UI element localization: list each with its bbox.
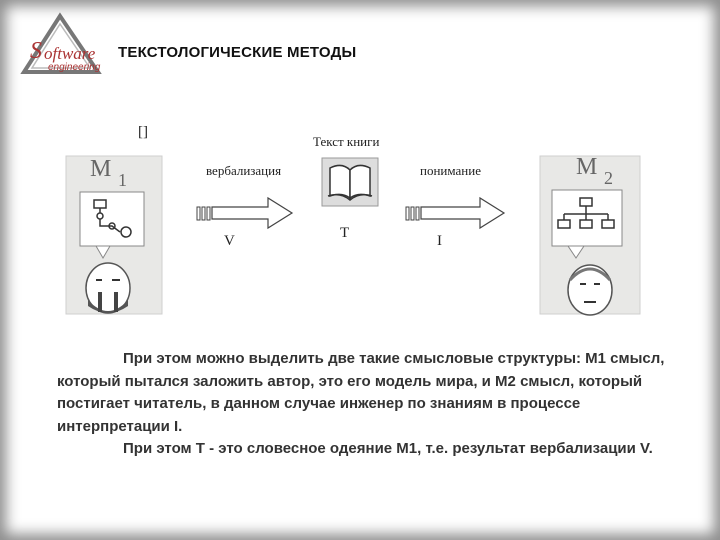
right-model-label: M <box>576 154 598 180</box>
logo-triangle-icon <box>20 12 102 74</box>
right-model-structure-icon <box>551 189 623 259</box>
diagram <box>65 155 641 316</box>
body-paragraph-2: При этом Т - это словесное одеяние М1, т… <box>123 440 653 457</box>
body-text: При этом можно выделить две такие смысло… <box>57 348 667 461</box>
left-model-structure-icon <box>79 191 145 259</box>
verbalization-arrow-icon <box>196 196 294 230</box>
logo-line2: engineering <box>48 62 101 73</box>
right-model-subscript: 2 <box>604 168 613 188</box>
bracket-mark: [] <box>138 124 148 140</box>
t-letter: T <box>340 225 350 241</box>
logo-line1: oftware <box>44 44 96 63</box>
left-model-panel <box>65 155 163 315</box>
left-model-label: M <box>90 156 112 182</box>
left-model-subscript: 1 <box>118 170 127 190</box>
understanding-arrow-icon <box>405 196 506 230</box>
reader-head-icon <box>567 264 613 316</box>
software-engineering-logo: S oftware engineering <box>18 12 108 82</box>
book-label: Текст книги <box>313 134 380 149</box>
right-model-panel <box>539 155 641 316</box>
verbalization-label: вербализация <box>206 163 282 178</box>
author-head-icon <box>85 262 131 314</box>
page-title: ТЕКСТОЛОГИЧЕСКИЕ МЕТОДЫ <box>118 44 357 61</box>
understanding-label: понимание <box>420 163 481 178</box>
i-letter: I <box>437 233 442 249</box>
book-icon <box>321 157 379 207</box>
body-paragraph-1: При этом можно выделить две такие смысло… <box>57 350 665 435</box>
logo-s-letter: S <box>30 38 42 64</box>
v-letter: V <box>224 233 235 249</box>
